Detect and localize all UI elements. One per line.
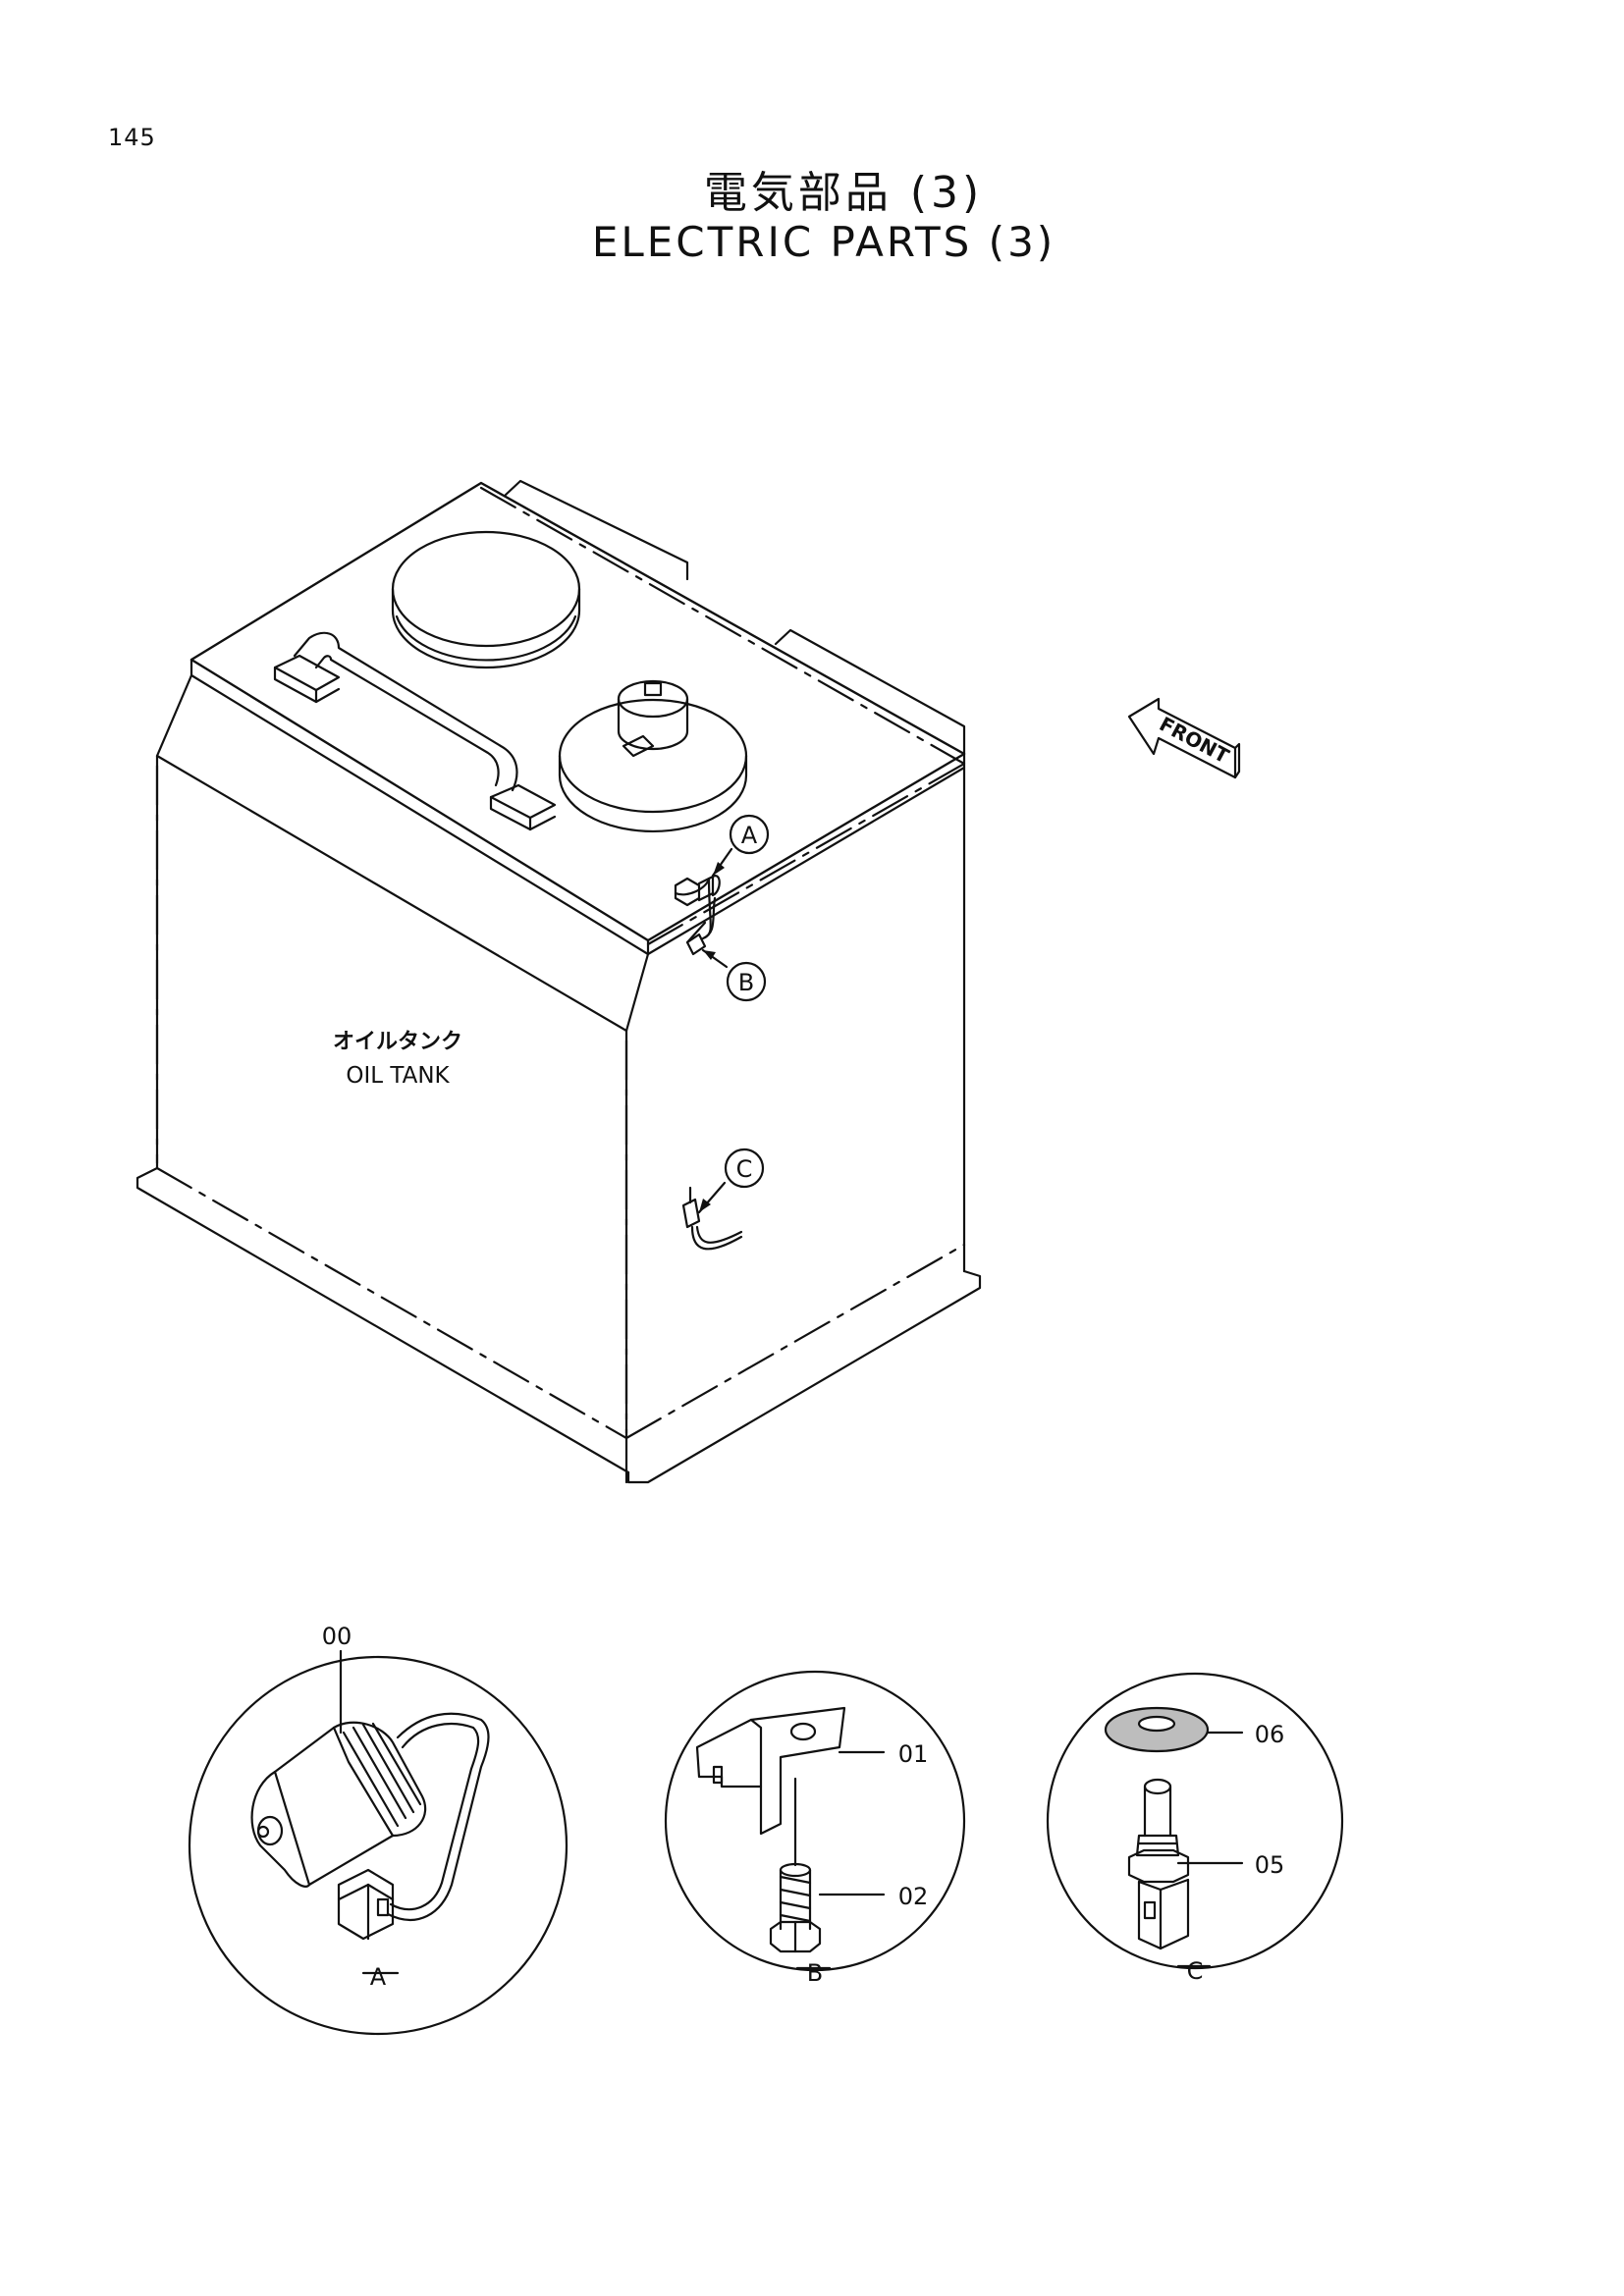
oil-tank-drawing [135,479,982,1484]
detail-view-b [664,1670,966,1972]
page-number: 145 [108,124,156,151]
callout-circle-b [726,961,767,1002]
part-number-02: 02 [898,1883,929,1910]
callout-circle-a [729,814,770,855]
part-number-05: 05 [1255,1851,1285,1879]
callout-label-c: C [736,1155,753,1183]
callout-label-a: A [741,822,758,849]
page-title-english: ELECTRIC PARTS (3) [591,218,1056,266]
oil-tank-label-english: OIL TANK [346,1063,450,1089]
detail-label-a: A [370,1963,387,1991]
detail-label-c: C [1187,1957,1204,1985]
detail-label-b: B [807,1959,823,1987]
oil-tank-label-japanese: オイルタンク [333,1030,462,1054]
page-title-japanese: 電気部品 (3) [703,168,984,218]
part-number-06: 06 [1255,1721,1285,1748]
front-arrow-icon [1127,697,1241,779]
callout-label-b: B [738,969,754,996]
callout-circle-c [724,1148,765,1189]
detail-view-c [1046,1672,1344,1970]
part-number-00: 00 [322,1623,352,1650]
detail-view-a [188,1649,568,2036]
part-number-01: 01 [898,1740,929,1768]
